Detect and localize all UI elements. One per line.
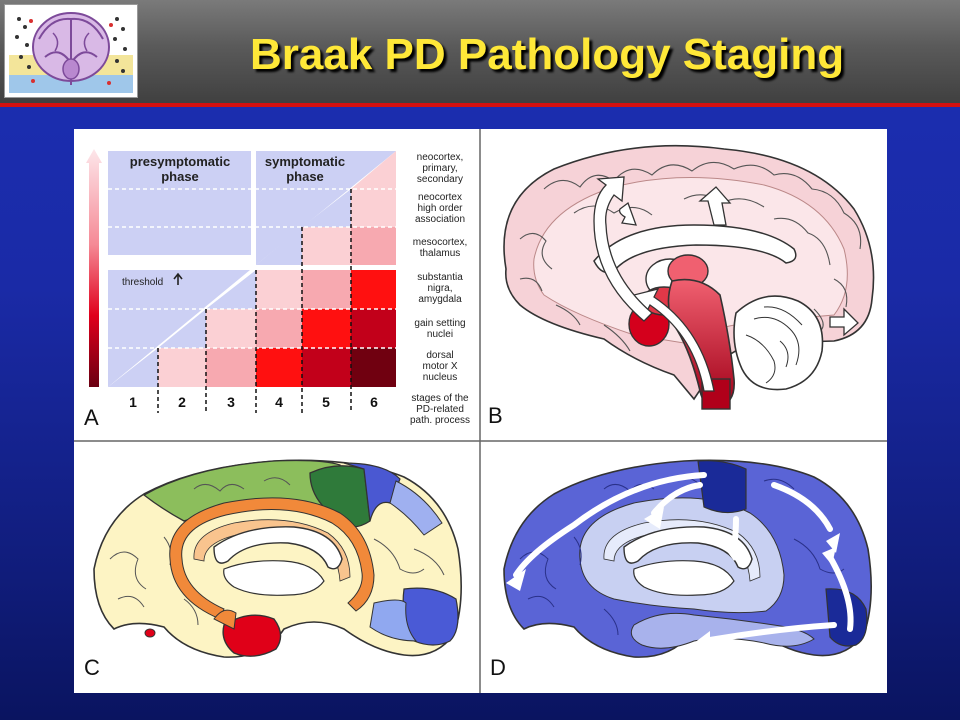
svg-text:neocortex,: neocortex, bbox=[417, 152, 464, 163]
presymptomatic-area bbox=[108, 151, 251, 255]
svg-text:PD-related: PD-related bbox=[416, 404, 464, 415]
slide-title: Braak PD Pathology Staging bbox=[250, 30, 845, 79]
svg-text:nuclei: nuclei bbox=[427, 329, 453, 340]
figure-svg: presymptomatic phase symptomatic phase t… bbox=[74, 129, 887, 693]
svg-text:substantia: substantia bbox=[417, 272, 463, 283]
brain-logo-graphic bbox=[5, 5, 137, 97]
progression-arrow-icon bbox=[86, 149, 102, 387]
svg-text:neocortex: neocortex bbox=[418, 192, 462, 203]
region-labels: neocortex, primary, secondary neocortex … bbox=[410, 152, 470, 426]
svg-text:motor X: motor X bbox=[422, 361, 457, 372]
svg-text:2: 2 bbox=[178, 394, 186, 410]
svg-text:1: 1 bbox=[129, 394, 137, 410]
svg-text:4: 4 bbox=[275, 394, 283, 410]
svg-text:secondary: secondary bbox=[417, 174, 463, 185]
svg-text:3: 3 bbox=[227, 394, 235, 410]
threshold-label: threshold bbox=[122, 277, 163, 288]
stage-dividers bbox=[157, 189, 352, 413]
stage-numbers: 1 2 3 4 5 6 bbox=[129, 394, 378, 410]
brain-logo bbox=[4, 4, 138, 98]
svg-text:primary,: primary, bbox=[422, 163, 457, 174]
presymptomatic-label-2: phase bbox=[161, 169, 199, 184]
threshold-arrow-icon bbox=[173, 272, 183, 285]
svg-text:nucleus: nucleus bbox=[423, 372, 457, 383]
symptomatic-label-2: phase bbox=[286, 169, 324, 184]
panel-b-brain-sagittal: B bbox=[488, 144, 875, 428]
svg-text:amygdala: amygdala bbox=[418, 294, 462, 305]
presymptomatic-lower-area bbox=[108, 265, 256, 387]
svg-text:nigra,: nigra, bbox=[427, 283, 452, 294]
symptomatic-label-1: symptomatic bbox=[265, 154, 345, 169]
braak-staging-figure: presymptomatic phase symptomatic phase t… bbox=[74, 129, 887, 693]
svg-text:dorsal: dorsal bbox=[426, 350, 453, 361]
title-underline bbox=[0, 103, 960, 107]
svg-text:gain setting: gain setting bbox=[414, 318, 465, 329]
svg-text:mesocortex,: mesocortex, bbox=[413, 237, 467, 248]
svg-text:high order: high order bbox=[417, 203, 463, 214]
panel-d-letter: D bbox=[490, 655, 506, 680]
panel-c-letter: C bbox=[84, 655, 100, 680]
title-bar bbox=[0, 0, 960, 103]
svg-text:5: 5 bbox=[322, 394, 330, 410]
svg-text:association: association bbox=[415, 214, 465, 225]
svg-text:path. process: path. process bbox=[410, 415, 470, 426]
presymptomatic-label-1: presymptomatic bbox=[130, 154, 230, 169]
stage-cells bbox=[158, 189, 396, 387]
panel-c-brain-medial: C bbox=[84, 459, 462, 680]
panel-a-letter: A bbox=[84, 405, 99, 430]
svg-text:6: 6 bbox=[370, 394, 378, 410]
panel-a-staging-chart: presymptomatic phase symptomatic phase t… bbox=[84, 149, 470, 430]
svg-text:stages of the: stages of the bbox=[411, 393, 469, 404]
panel-b-letter: B bbox=[488, 403, 503, 428]
panel-d-brain-medial-progression: D bbox=[490, 459, 872, 680]
svg-text:thalamus: thalamus bbox=[420, 248, 461, 259]
